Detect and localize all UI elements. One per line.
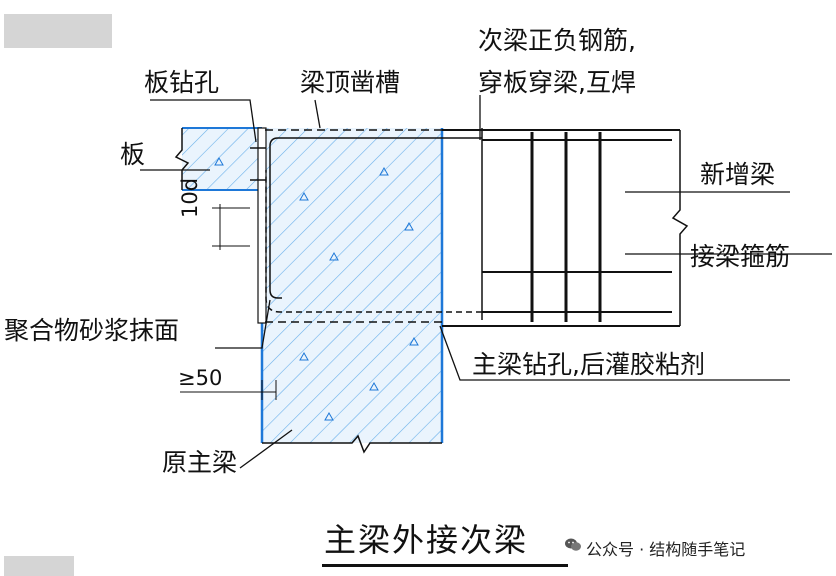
label-min-dimension: ≥50 bbox=[178, 366, 223, 390]
min-dimension bbox=[180, 380, 277, 400]
leader-lines bbox=[140, 95, 832, 469]
mortar-layer bbox=[257, 127, 267, 324]
wechat-icon bbox=[565, 538, 581, 551]
label-new-beam: 新增梁 bbox=[700, 160, 776, 189]
anchor-dimension bbox=[212, 204, 250, 250]
label-neg-rebar-line2: 穿板穿梁,互焊 bbox=[478, 68, 636, 97]
label-stirrup: 接梁箍筋 bbox=[690, 242, 791, 271]
label-main-drill: 主梁钻孔,后灌胶粘剂 bbox=[472, 350, 705, 379]
slab bbox=[174, 127, 262, 191]
main-beam bbox=[214, 128, 444, 454]
watermark-text: 公众号 · 结构随手笔记 bbox=[586, 540, 746, 559]
label-mortar: 聚合物砂浆抹面 bbox=[4, 316, 180, 345]
label-slab-drill: 板钻孔 bbox=[144, 68, 220, 97]
label-slab: 板 bbox=[120, 140, 146, 169]
new-beam bbox=[442, 128, 689, 327]
label-neg-rebar-line1: 次梁正负钢筋, bbox=[478, 26, 636, 55]
title-underline bbox=[322, 564, 568, 567]
label-original-beam: 原主梁 bbox=[162, 448, 238, 477]
label-anchor-length: 10d bbox=[178, 177, 202, 218]
label-top-groove: 梁顶凿槽 bbox=[300, 68, 401, 97]
diagram-title: 主梁外接次梁 bbox=[324, 521, 529, 559]
rebar-through-beam bbox=[250, 129, 482, 323]
